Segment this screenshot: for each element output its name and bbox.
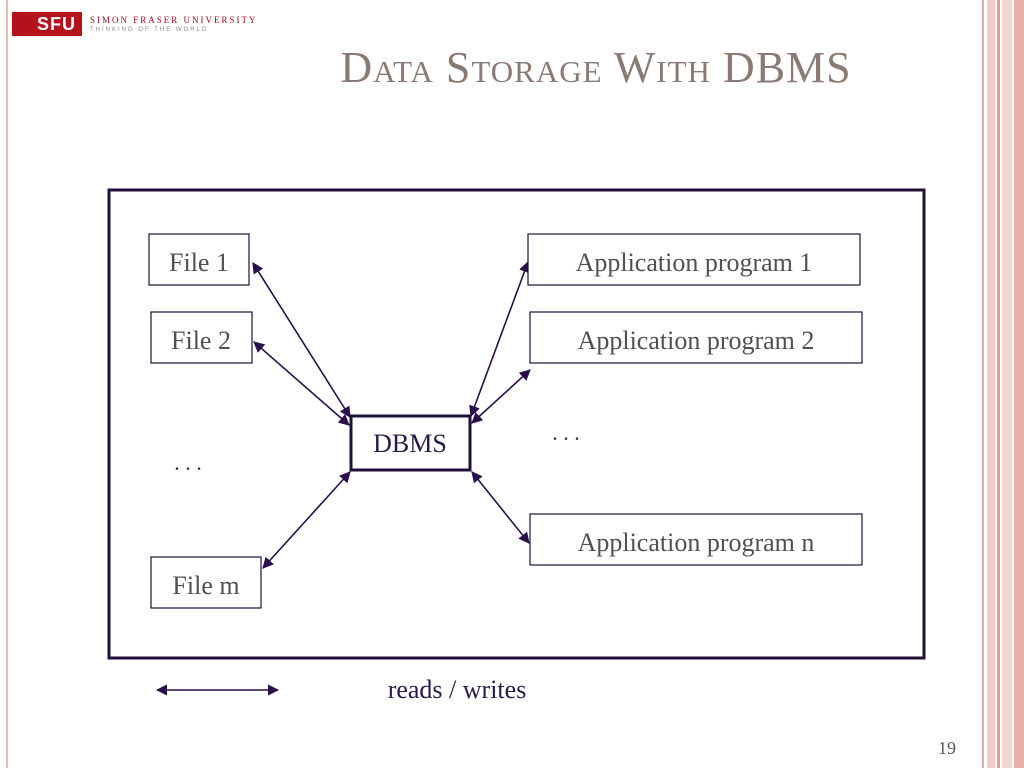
diagram-frame — [107, 188, 926, 660]
decor-stripe — [982, 0, 984, 768]
arrow-dbms-app2 — [471, 369, 531, 424]
file-1-box — [148, 233, 250, 286]
app-2-label: Application program 2 — [578, 326, 815, 355]
file-2-label: File 2 — [171, 326, 231, 355]
dbms-label: DBMS — [373, 429, 447, 458]
app-1-label: Application program 1 — [576, 248, 813, 277]
arrow-filem-dbms — [262, 471, 351, 569]
file-m-label: File m — [172, 571, 239, 600]
left-rule — [6, 0, 8, 768]
decor-stripe — [997, 0, 1000, 768]
app-n-label: Application program n — [578, 528, 815, 557]
app-n-box — [529, 513, 863, 566]
file-1-label: File 1 — [169, 248, 229, 277]
apps-ellipsis: . . . — [552, 420, 580, 445]
page-number: 19 — [938, 738, 956, 758]
decor-stripe — [1002, 0, 1012, 768]
app-1-box — [527, 233, 861, 286]
file-2-box — [150, 311, 253, 364]
university-tagline: THINKING OF THE WORLD — [90, 26, 209, 33]
file-m-box — [150, 556, 262, 609]
sfu-logo: SFU SIMON FRASER UNIVERSITY THINKING OF … — [12, 12, 258, 36]
legend-label: reads / writes — [388, 675, 527, 704]
university-name: SIMON FRASER UNIVERSITY — [90, 14, 258, 25]
files-ellipsis: . . . — [174, 450, 202, 475]
dbms-box — [349, 414, 472, 472]
arrow-file1-dbms — [252, 262, 351, 418]
sfu-logo-mark: SFU — [12, 12, 82, 36]
slide-title: Data Storage With DBMS — [340, 43, 852, 92]
decor-stripe — [1014, 0, 1024, 768]
arrow-dbms-appn — [471, 471, 530, 544]
app-2-box — [529, 311, 863, 364]
decor-stripe — [987, 0, 995, 768]
arrow-file2-dbms — [253, 341, 350, 426]
arrow-dbms-app1 — [469, 260, 530, 418]
